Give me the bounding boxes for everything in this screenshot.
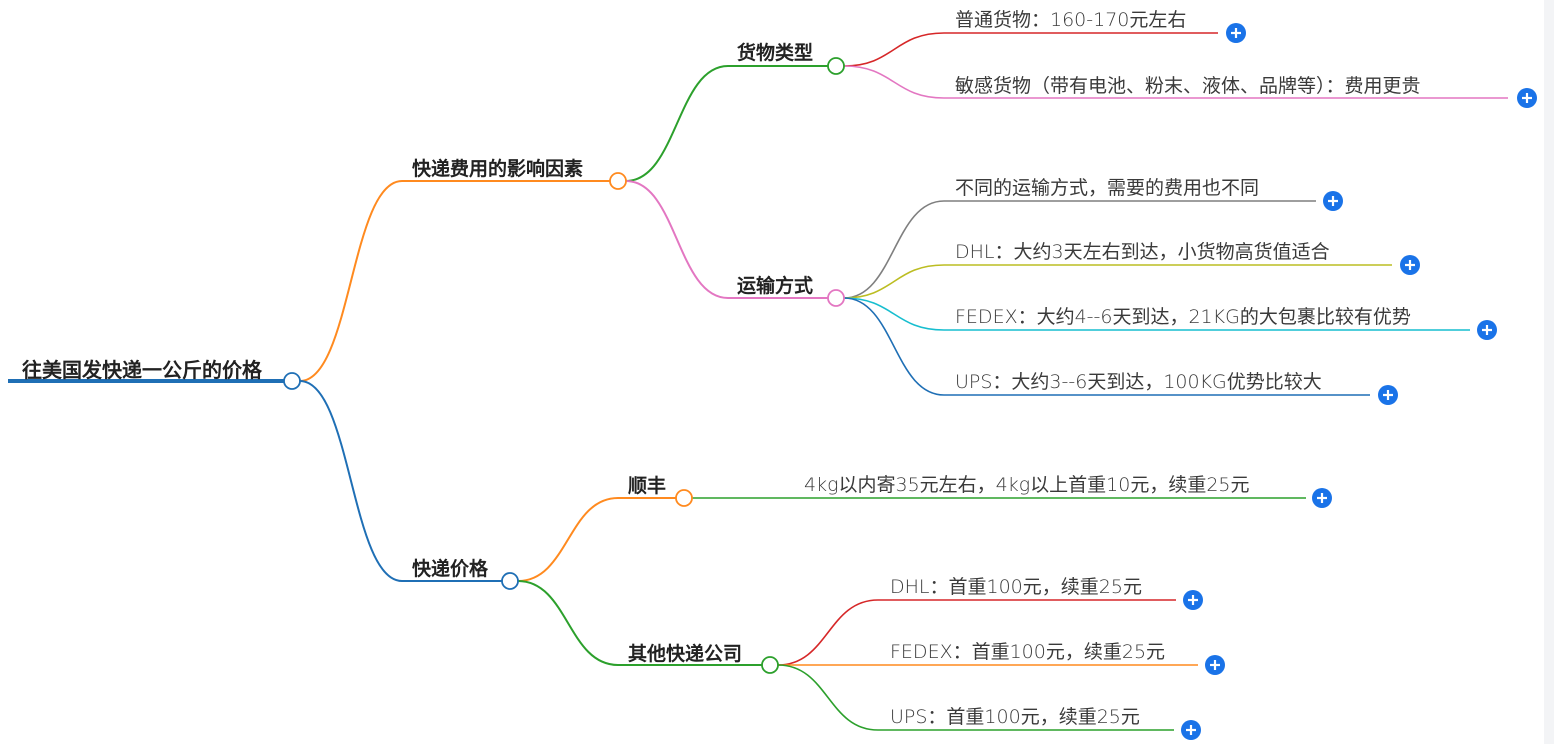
plus-circle-icon[interactable]: [1181, 720, 1201, 740]
connector-line: [777, 599, 879, 666]
plus-circle-icon[interactable]: [1400, 255, 1420, 275]
plus-circle-icon[interactable]: [1312, 488, 1332, 508]
plus-circle-icon[interactable]: [1378, 385, 1398, 405]
leaf-node-label[interactable]: FEDEX：首重100元，续重25元: [890, 641, 1166, 663]
sub-branch-node-label[interactable]: 运输方式: [737, 275, 814, 297]
connector-line: [299, 180, 403, 382]
collapse-toggle-icon[interactable]: [827, 289, 845, 307]
plus-circle-icon[interactable]: [1323, 191, 1343, 211]
leaf-node-label[interactable]: UPS：首重100元，续重25元: [890, 706, 1140, 728]
collapse-toggle-icon[interactable]: [609, 172, 627, 190]
connector-line: [843, 32, 945, 67]
leaf-node-label[interactable]: DHL：首重100元，续重25元: [890, 576, 1142, 598]
plus-circle-icon[interactable]: [1477, 320, 1497, 340]
plus-circle-icon[interactable]: [1226, 23, 1246, 43]
root-node-label[interactable]: 往美国发快递一公斤的价格: [22, 358, 262, 382]
canvas-edge: [1544, 0, 1554, 744]
connector-line: [777, 664, 879, 731]
leaf-node-label[interactable]: 普通货物：160-170元左右: [955, 9, 1187, 31]
connector-line: [517, 580, 619, 666]
plus-circle-icon[interactable]: [1205, 655, 1225, 675]
connector-line: [843, 297, 945, 396]
leaf-node-label[interactable]: DHL：大约3天左右到达，小货物高货值适合: [955, 241, 1330, 263]
collapse-toggle-icon[interactable]: [761, 656, 779, 674]
collapse-toggle-icon[interactable]: [827, 57, 845, 75]
leaf-node-label[interactable]: 4kg以内寄35元左右，4kg以上首重10元，续重25元: [804, 474, 1250, 496]
sub-branch-node-label[interactable]: 其他快递公司: [628, 643, 743, 665]
sub-branch-node-label[interactable]: 货物类型: [737, 42, 814, 64]
connector-line: [625, 65, 729, 182]
leaf-node-label[interactable]: UPS：大约3--6天到达，100KG优势比较大: [955, 371, 1322, 393]
branch-node-label[interactable]: 快递费用的影响因素: [412, 158, 584, 180]
connector-line: [625, 180, 729, 299]
collapse-toggle-icon[interactable]: [501, 572, 519, 590]
connector-line: [299, 380, 403, 582]
connector-line: [843, 200, 945, 299]
connector-line: [843, 297, 945, 331]
connector-line: [517, 497, 619, 582]
connector-line: [843, 264, 945, 299]
leaf-node-label[interactable]: 不同的运输方式，需要的费用也不同: [955, 177, 1260, 199]
plus-circle-icon[interactable]: [1183, 590, 1203, 610]
leaf-node-label[interactable]: FEDEX：大约4--6天到达，21KG的大包裹比较有优势: [955, 306, 1411, 328]
connector-line: [843, 65, 945, 99]
branch-node-label[interactable]: 快递价格: [412, 558, 489, 580]
leaf-node-label[interactable]: 敏感货物（带有电池、粉末、液体、品牌等）：费用更贵: [955, 75, 1421, 97]
sub-branch-node-label[interactable]: 顺丰: [628, 475, 667, 497]
plus-circle-icon[interactable]: [1517, 88, 1537, 108]
collapse-toggle-icon[interactable]: [283, 372, 301, 390]
collapse-toggle-icon[interactable]: [675, 489, 693, 507]
